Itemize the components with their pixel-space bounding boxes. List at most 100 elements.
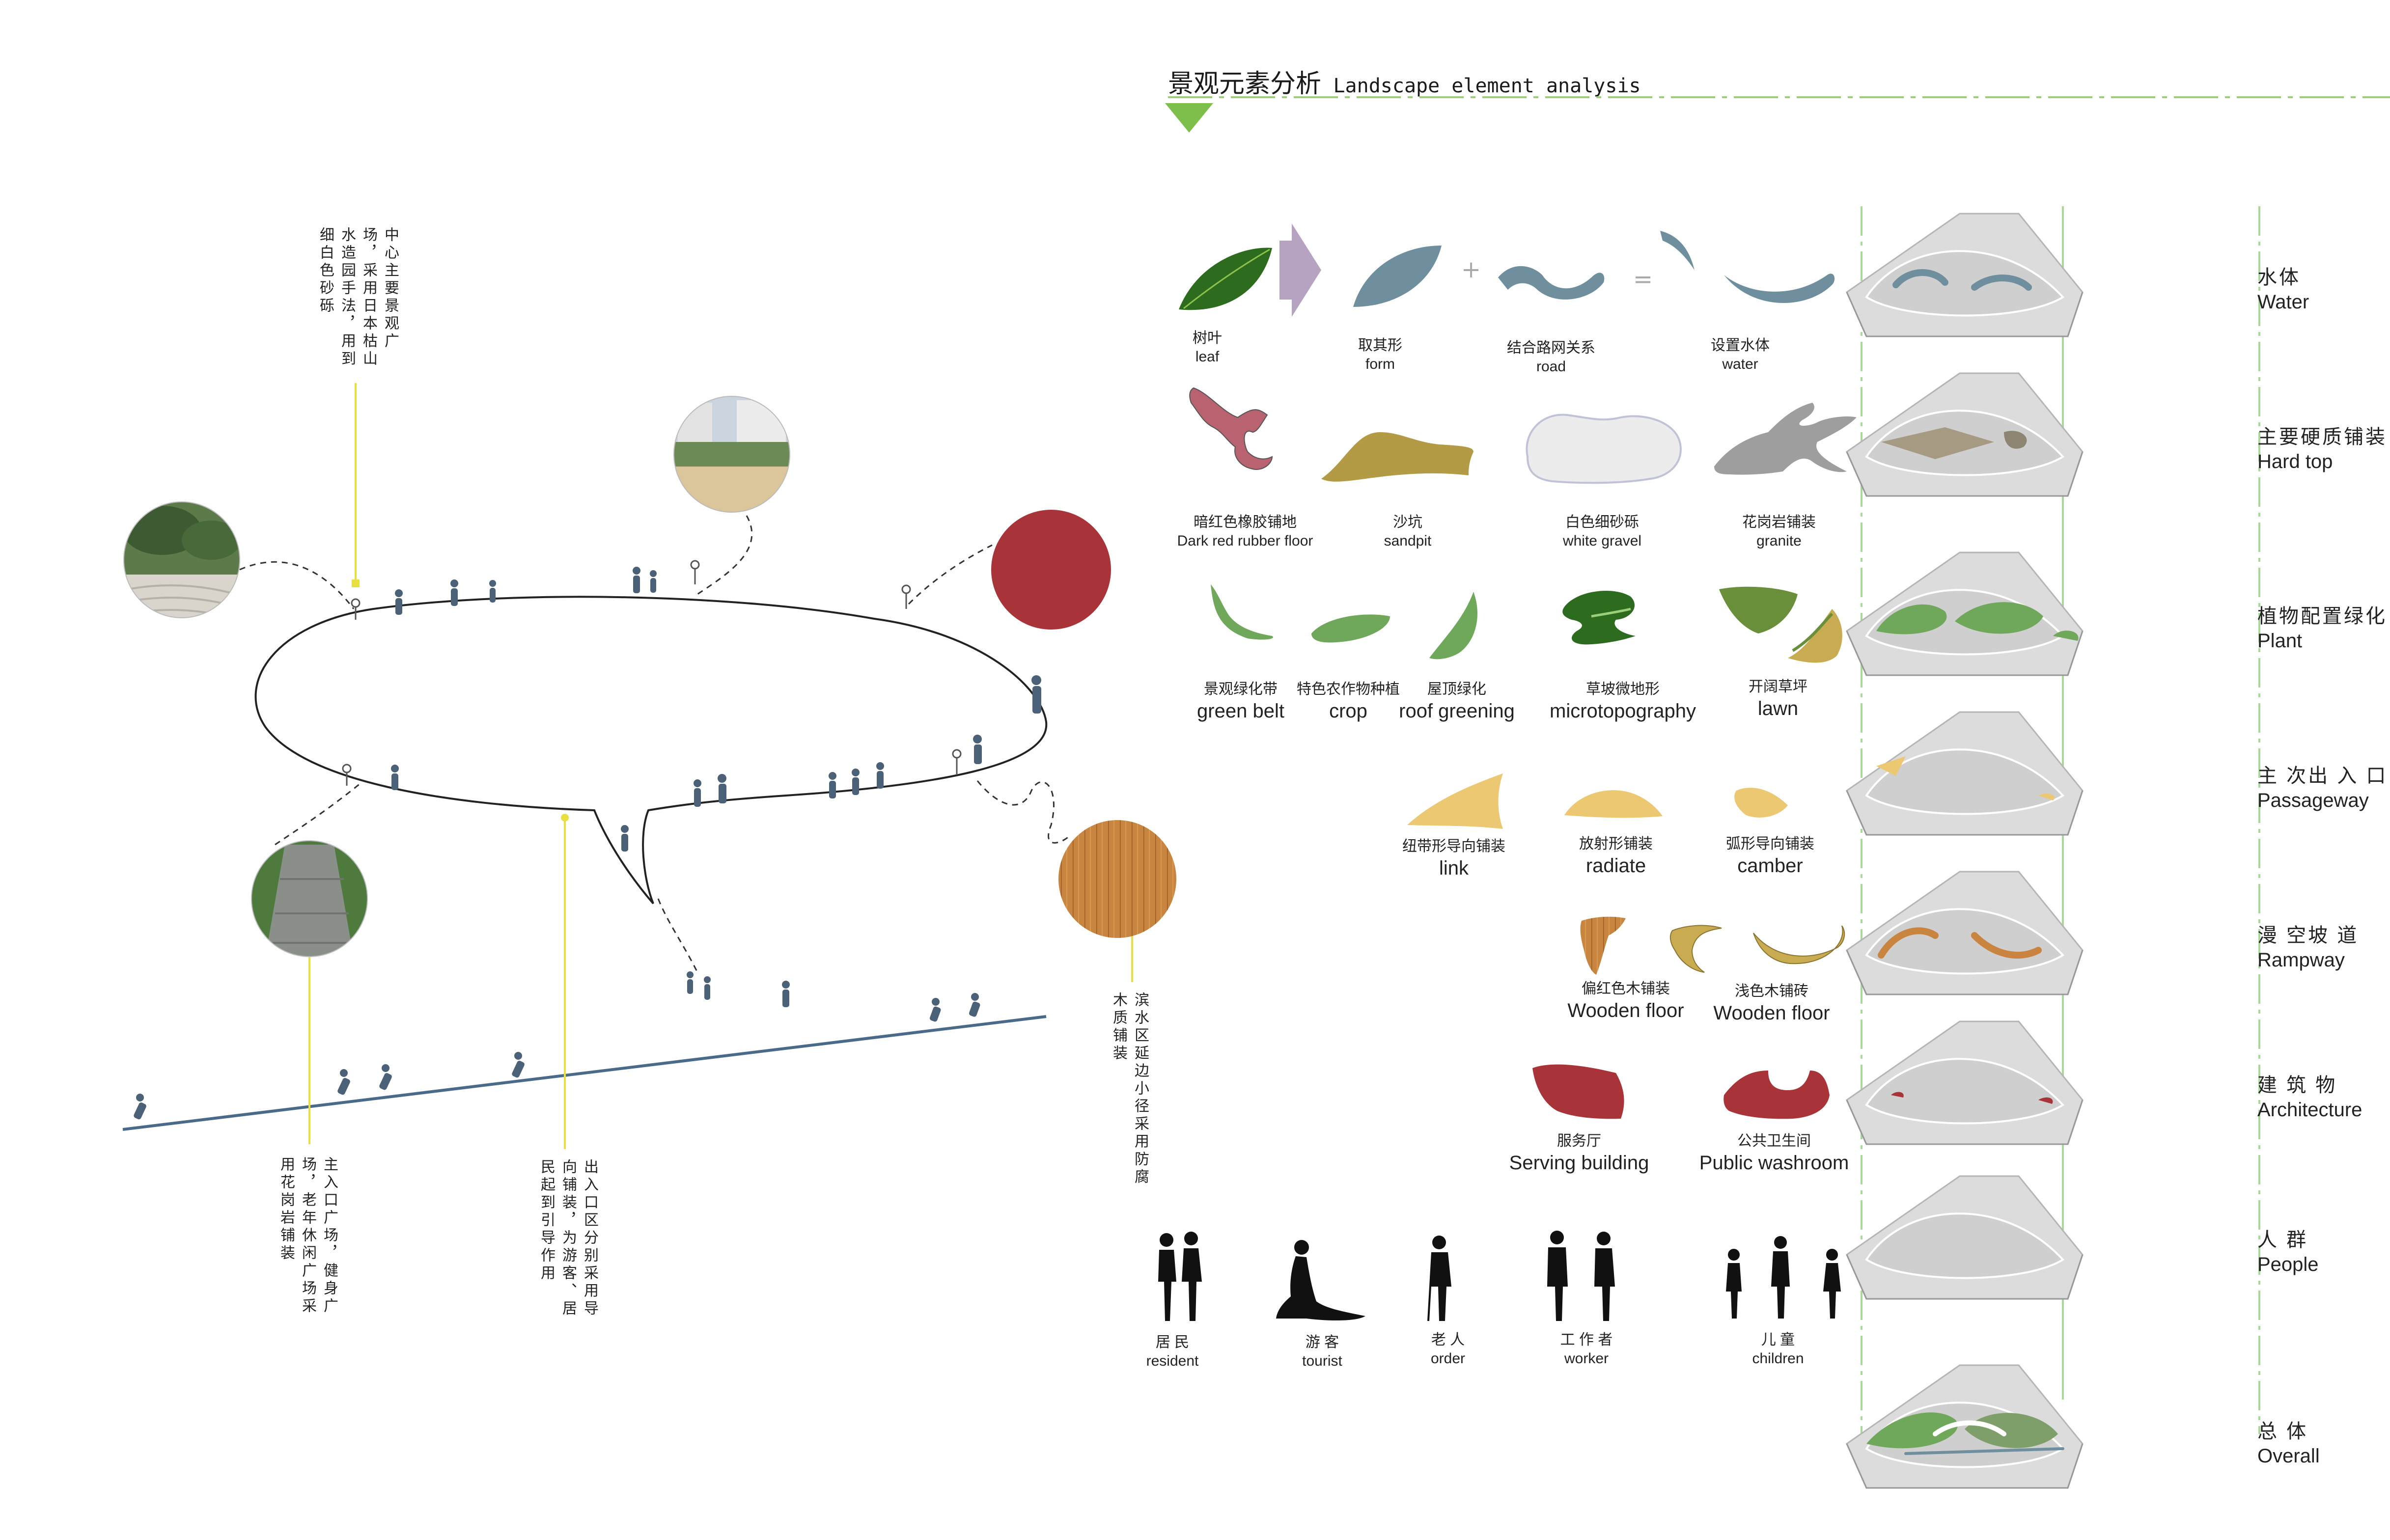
serving-building-shape bbox=[1532, 1064, 1624, 1119]
person-figure bbox=[687, 971, 694, 994]
callout-dot bbox=[352, 579, 360, 587]
layer-accent bbox=[1892, 269, 1948, 288]
green-belt-shape bbox=[1211, 584, 1273, 640]
rubber-swatch bbox=[991, 510, 1111, 630]
layer-accent bbox=[2038, 1097, 2053, 1104]
worker-icon bbox=[1547, 1231, 1615, 1321]
road-shape bbox=[1498, 266, 1605, 300]
plan-edge bbox=[1846, 1254, 2084, 1300]
layer-accent bbox=[1965, 1413, 2058, 1448]
element-shapes-row5 bbox=[1580, 916, 1845, 975]
photo-zen-garden bbox=[124, 502, 240, 618]
plan-edge bbox=[1846, 292, 2084, 337]
person-figure bbox=[391, 765, 399, 790]
annotation-entrance-zones: 出入口区分别采用导向铺装，为游客、居民起到引导作用 bbox=[538, 1159, 598, 1318]
gravel-shape bbox=[1526, 413, 1682, 484]
granite-shape bbox=[1714, 403, 1857, 475]
person-figure bbox=[379, 1064, 392, 1090]
elder-icon bbox=[1427, 1236, 1451, 1321]
person-figure bbox=[718, 774, 726, 803]
arrow-icon bbox=[1279, 223, 1321, 317]
annotation-center-square: 中心主要景观广场，采用日本枯山水造园手法，用到细白色砂砾 bbox=[317, 227, 398, 368]
plan-layer-6 bbox=[1846, 1020, 2084, 1145]
rubber-floor-shape bbox=[1189, 387, 1273, 470]
equals-icon: = bbox=[1633, 266, 1653, 293]
person-figure bbox=[450, 579, 458, 606]
person-figure bbox=[694, 779, 701, 807]
person-figure bbox=[633, 567, 640, 593]
plan-paths bbox=[1865, 1058, 2065, 1125]
plan-edge bbox=[1846, 1443, 2084, 1489]
person-figure bbox=[929, 998, 941, 1022]
washroom-shape bbox=[1723, 1071, 1830, 1119]
lamp-posts bbox=[342, 560, 962, 786]
layer-accent bbox=[1876, 604, 1947, 634]
person-figure bbox=[852, 769, 860, 795]
person-figure bbox=[973, 735, 982, 764]
person-figure bbox=[782, 981, 790, 1007]
layer-accent bbox=[1971, 275, 2032, 291]
roof-greening-shape bbox=[1429, 592, 1478, 660]
element-shapes-row2 bbox=[1189, 387, 1857, 484]
layer-accent bbox=[1891, 1092, 1904, 1098]
element-shapes-row3 bbox=[1211, 584, 1842, 663]
layer-accent bbox=[2053, 631, 2079, 641]
person-figure bbox=[489, 580, 496, 603]
plus-icon: + bbox=[1461, 256, 1481, 283]
plan-layer-7 bbox=[1846, 1175, 2084, 1300]
microtopography-shape bbox=[1562, 591, 1636, 645]
person-figure bbox=[134, 1094, 146, 1120]
person-figure bbox=[650, 570, 657, 593]
layer-stack bbox=[1846, 213, 2084, 1489]
person-figure bbox=[829, 772, 836, 798]
people-figures bbox=[134, 567, 1041, 1120]
layer-accent bbox=[1881, 427, 1994, 459]
plan-layer-4 bbox=[1846, 711, 2084, 836]
layer-accent bbox=[1955, 602, 2043, 634]
layer-accent bbox=[1904, 1447, 2064, 1455]
person-figure bbox=[1031, 675, 1041, 714]
link-shape bbox=[1407, 773, 1503, 829]
layer-accent bbox=[2004, 431, 2027, 449]
plan-paths bbox=[1865, 250, 2065, 317]
element-shapes-row6 bbox=[1532, 1064, 1830, 1119]
water-shape-b bbox=[1724, 274, 1835, 303]
radiate-shape bbox=[1564, 790, 1663, 818]
plan-layer-5 bbox=[1846, 871, 2084, 995]
layer-accent bbox=[1878, 927, 1939, 959]
layer-accent bbox=[1933, 1420, 2006, 1436]
tourist-icon bbox=[1276, 1240, 1365, 1320]
plan-edge bbox=[1846, 950, 2084, 995]
resident-icon bbox=[1158, 1232, 1202, 1321]
sandpit-shape bbox=[1321, 432, 1473, 482]
layer-accent bbox=[2038, 793, 2055, 800]
annotation-waterfront: 滨水区延边小径采用防腐木质铺装 bbox=[1111, 992, 1148, 1186]
element-shapes-row1: + = bbox=[1179, 223, 1835, 317]
